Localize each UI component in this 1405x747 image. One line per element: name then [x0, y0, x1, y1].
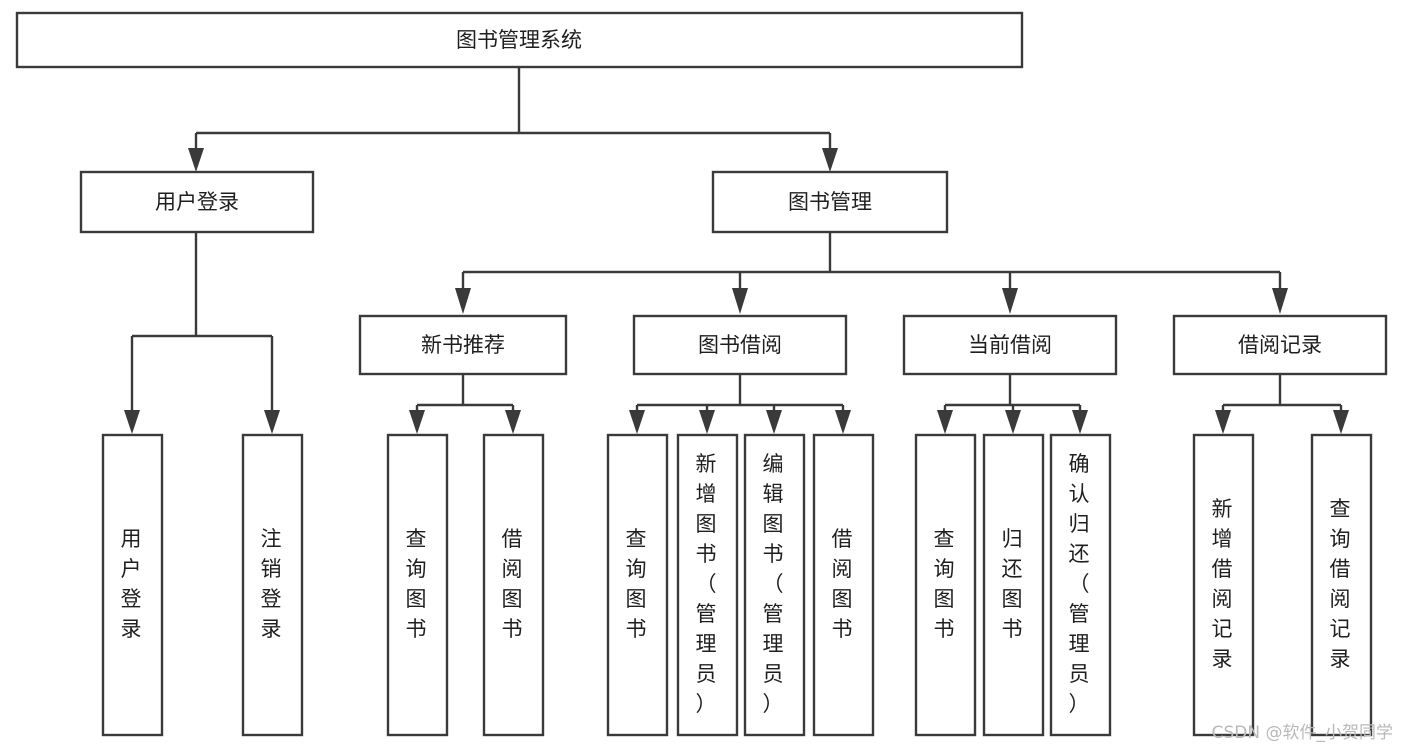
- connectors-layer: [124, 67, 1349, 434]
- leaf-logout[interactable]: 注销登录: [241, 433, 304, 737]
- node-book-management-box[interactable]: [711, 170, 949, 234]
- leaf-cb-confirm-return-box[interactable]: [1049, 433, 1112, 737]
- node-new-book-recommend[interactable]: 新书推荐: [358, 314, 568, 376]
- arrow-borrow-record-leaf-2: [1333, 410, 1349, 434]
- node-user-login-label: 用户登录: [155, 190, 239, 214]
- leaf-cb-return-book-label: 归还图书: [1002, 527, 1025, 641]
- leaf-bb-add-book[interactable]: 新增图书（管理员）: [676, 433, 739, 737]
- leaf-br-query-record-label: 查询借阅记录: [1330, 497, 1353, 671]
- node-new-book-recommend-label: 新书推荐: [421, 333, 505, 357]
- arrow-current-borrow-leaf-2: [1005, 410, 1021, 434]
- leaf-br-add-record[interactable]: 新增借阅记录: [1192, 433, 1255, 737]
- arrow-new-book-leaf-2: [505, 410, 521, 434]
- arrow-borrow-record-leaf-1: [1215, 410, 1231, 434]
- leaf-br-query-record-box[interactable]: [1310, 433, 1373, 737]
- leaf-nb-borrow-book[interactable]: 借阅图书: [482, 433, 545, 737]
- node-new-book-recommend-box[interactable]: [358, 314, 568, 376]
- node-current-borrow-box[interactable]: [902, 314, 1118, 376]
- node-book-management[interactable]: 图书管理: [711, 170, 949, 234]
- node-root[interactable]: 图书管理系统: [15, 11, 1024, 69]
- csdn-watermark: CSDN @软件_小贺同学: [1211, 723, 1393, 743]
- leaf-logout-box[interactable]: [241, 433, 304, 737]
- node-root-box[interactable]: [15, 11, 1024, 69]
- arrow-book-mgmt-to-book-borrow: [732, 288, 748, 314]
- arrow-user-login-leaf-2: [264, 410, 280, 434]
- leaf-logout-label: 注销登录: [261, 527, 284, 641]
- leaf-bb-borrow-book[interactable]: 借阅图书: [812, 433, 875, 737]
- leaf-bb-edit-book[interactable]: 编辑图书（管理员）: [743, 433, 806, 737]
- leaf-nb-borrow-book-box[interactable]: [482, 433, 545, 737]
- leaf-user-login-box[interactable]: [101, 433, 164, 737]
- leaf-user-login-label: 用户登录: [121, 527, 144, 641]
- node-book-borrow[interactable]: 图书借阅: [632, 314, 848, 376]
- arrow-book-borrow-leaf-1: [629, 410, 645, 434]
- leaf-cb-query-book[interactable]: 查询图书: [914, 433, 977, 737]
- leaf-cb-query-book-label: 查询图书: [934, 527, 957, 641]
- leaf-nb-query-book[interactable]: 查询图书: [386, 433, 449, 737]
- node-book-borrow-box[interactable]: [632, 314, 848, 376]
- leaf-bb-add-book-box[interactable]: [676, 433, 739, 737]
- leaf-bb-query-book[interactable]: 查询图书: [606, 433, 669, 737]
- arrow-new-book-leaf-1: [409, 410, 425, 434]
- leaf-nb-query-book-box[interactable]: [386, 433, 449, 737]
- leaf-cb-query-book-box[interactable]: [914, 433, 977, 737]
- node-user-login[interactable]: 用户登录: [79, 170, 315, 234]
- arrow-book-borrow-leaf-4: [835, 410, 851, 434]
- node-root-label: 图书管理系统: [456, 28, 582, 52]
- leaf-user-login[interactable]: 用户登录: [101, 433, 164, 737]
- arrow-current-borrow-leaf-1: [937, 410, 953, 434]
- leaf-bb-add-book-label: 新增图书（管理员）: [696, 452, 719, 716]
- leaf-bb-borrow-book-box[interactable]: [812, 433, 875, 737]
- leaf-bb-borrow-book-label: 借阅图书: [832, 527, 855, 641]
- arrow-root-to-book-mgmt: [822, 148, 838, 172]
- arrow-book-borrow-leaf-3: [766, 410, 782, 434]
- leaf-br-add-record-box[interactable]: [1192, 433, 1255, 737]
- leaf-nb-borrow-book-label: 借阅图书: [502, 527, 525, 641]
- leaf-cb-return-book[interactable]: 归还图书: [982, 433, 1045, 737]
- leaf-cb-return-book-box[interactable]: [982, 433, 1045, 737]
- node-current-borrow[interactable]: 当前借阅: [902, 314, 1118, 376]
- node-borrow-record[interactable]: 借阅记录: [1172, 314, 1388, 376]
- node-user-login-box[interactable]: [79, 170, 315, 234]
- leaf-bb-edit-book-label: 编辑图书（管理员）: [763, 452, 786, 716]
- arrow-root-to-user-login: [188, 148, 204, 172]
- leaf-nb-query-book-label: 查询图书: [406, 527, 429, 641]
- arrow-book-borrow-leaf-2: [699, 410, 715, 434]
- leaf-cb-confirm-return[interactable]: 确认归还（管理员）: [1049, 433, 1112, 737]
- arrow-user-login-leaf-1: [124, 410, 140, 434]
- leaf-bb-query-book-label: 查询图书: [626, 527, 649, 641]
- arrow-book-mgmt-to-new-book: [455, 288, 471, 314]
- arrow-book-mgmt-to-current-borrow: [1002, 288, 1018, 314]
- leaf-bb-query-book-box[interactable]: [606, 433, 669, 737]
- leaf-br-query-record[interactable]: 查询借阅记录: [1310, 433, 1373, 737]
- node-borrow-record-box[interactable]: [1172, 314, 1388, 376]
- node-book-borrow-label: 图书借阅: [698, 333, 782, 357]
- node-current-borrow-label: 当前借阅: [968, 333, 1052, 357]
- leaf-br-add-record-label: 新增借阅记录: [1212, 497, 1235, 671]
- node-borrow-record-label: 借阅记录: [1238, 333, 1322, 357]
- node-book-management-label: 图书管理: [788, 190, 872, 214]
- arrow-book-mgmt-to-borrow-record: [1272, 288, 1288, 314]
- leaf-bb-edit-book-box[interactable]: [743, 433, 806, 737]
- arrow-current-borrow-leaf-3: [1072, 410, 1088, 434]
- leaf-cb-confirm-return-label: 确认归还（管理员）: [1069, 452, 1092, 716]
